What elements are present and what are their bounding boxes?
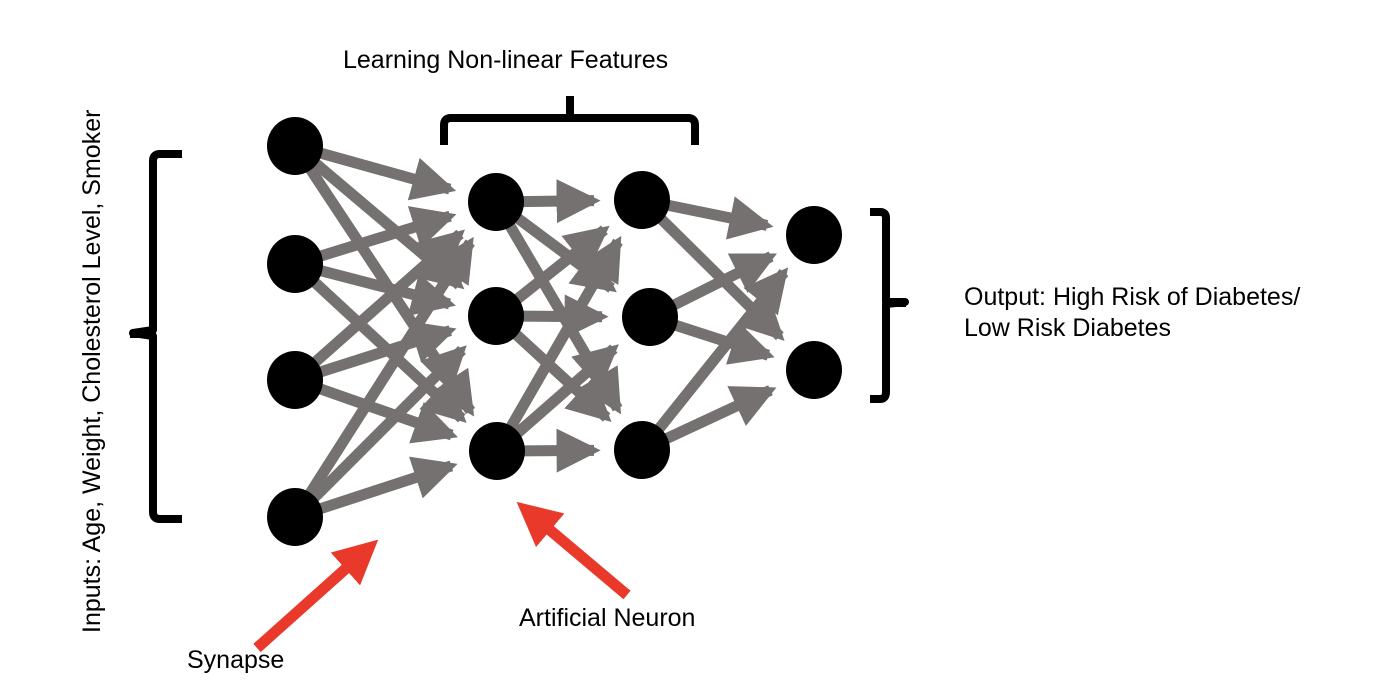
synapse-edge-hidden-2-1-to-output-1: [664, 196, 774, 240]
synapse-edge-hidden-2-3-to-output-2: [661, 385, 777, 445]
neuron-input-1: [267, 117, 323, 175]
neuron-hidden-1-1: [468, 173, 524, 231]
neuron-hidden-2-2: [622, 288, 678, 346]
synapse-edge-hidden-1-1-to-hidden-2-1: [519, 179, 601, 224]
synapse-edge-input-3-to-hidden-1-3: [315, 382, 458, 444]
synapse-edge-input-4-to-hidden-1-2: [308, 345, 467, 504]
neuron-hidden-1-3: [469, 422, 525, 480]
output-label-line1: Output: High Risk of Diabetes/: [964, 283, 1301, 311]
synapse-edges: [303, 147, 789, 515]
synapse-edge-hidden-2-2-to-output-1: [669, 251, 777, 312]
synapse-edge-input-2-to-hidden-1-2: [316, 264, 456, 316]
synapse-edge-hidden-1-2-to-hidden-2-3: [509, 328, 612, 423]
synapse-edge-hidden-1-2-to-hidden-2-2: [519, 294, 609, 339]
output-label-line2: Low Risk Diabetes: [964, 314, 1172, 343]
neuron-hidden-2-3: [614, 421, 670, 479]
neuron-input-2: [267, 235, 323, 293]
inputs-label: Inputs: Age, Weight, Cholesterol Level, …: [78, 109, 106, 633]
synapse-edge-input-2-to-hidden-1-1: [316, 206, 457, 263]
output-label: Output: High Risk of Diabetes/ Low Risk …: [964, 282, 1384, 345]
hidden-bracket: [440, 114, 699, 145]
synapse-callout-arrow: [253, 539, 379, 653]
neuron-input-3: [267, 351, 323, 409]
neuron-output-2: [786, 341, 842, 399]
synapse-edge-input-4-to-hidden-1-1: [303, 236, 475, 500]
neuron-nodes: [267, 117, 842, 546]
neuron-hidden-1-2: [468, 287, 524, 345]
hidden-layers-label: Learning Non-linear Features: [343, 46, 669, 74]
neuron-output-1: [786, 206, 842, 264]
synapse-edge-input-1-to-hidden-1-1: [316, 147, 457, 201]
synapse-edge-input-4-to-hidden-1-3: [316, 456, 458, 515]
synapse-edge-hidden-2-2-to-output-2: [671, 319, 775, 365]
synapse-edge-hidden-1-3-to-hidden-2-1: [504, 235, 623, 433]
neuron-input-4: [267, 488, 323, 546]
neuron-label: Artificial Neuron: [519, 604, 696, 632]
synapse-edge-hidden-2-3-to-output-1: [652, 267, 789, 435]
synapse-edge-hidden-1-3-to-hidden-2-2: [511, 344, 619, 440]
neuron-callout-arrow: [516, 501, 631, 600]
synapse-edge-input-3-to-hidden-1-2: [316, 320, 457, 378]
neuron-hidden-2-1: [614, 171, 670, 229]
synapse-label: Synapse: [187, 646, 285, 674]
synapse-edge-hidden-1-3-to-hidden-2-3: [520, 428, 601, 473]
